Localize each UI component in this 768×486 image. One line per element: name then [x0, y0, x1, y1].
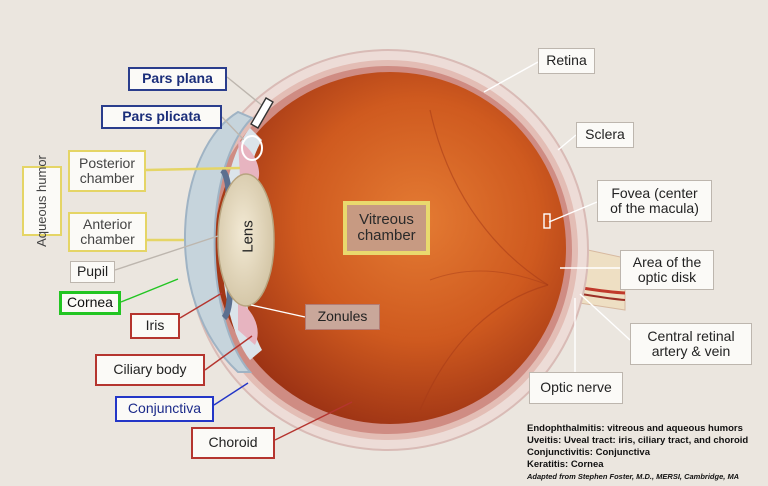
pointer-retina [483, 61, 539, 93]
pointer-posterior-chamber [145, 166, 241, 172]
marker-pars-plicata [241, 135, 263, 161]
retinal-vessel [429, 270, 549, 286]
label-aqueous-humor: Aqueous humor [22, 155, 62, 247]
pointer-choroid [274, 401, 353, 441]
pointer-central-retinal [579, 293, 631, 341]
retinal-vessel [429, 109, 549, 286]
lens-shape [217, 173, 275, 307]
label-fovea: Fovea (center of the macula) [597, 180, 712, 222]
label-central-retinal: Central retinal artery & vein [630, 323, 752, 365]
label-optic-nerve: Optic nerve [529, 372, 623, 404]
retinal-vessel [419, 284, 549, 411]
disease-notes: Endophthalmitis: vitreous and aqueous hu… [527, 423, 748, 483]
marker-fovea [543, 213, 551, 229]
label-cornea: Cornea [59, 291, 121, 315]
pointer-fovea [548, 201, 598, 223]
label-choroid: Choroid [191, 427, 275, 459]
label-zonules: Zonules [305, 304, 380, 330]
label-iris: Iris [130, 313, 180, 339]
note-conjunctivitis: Conjunctivitis: Conjunctiva [527, 447, 650, 458]
label-anterior-chamber: Anterior chamber [68, 212, 147, 252]
pointer-pars-plana [226, 76, 265, 108]
pointer-iris [179, 292, 223, 319]
label-retina: Retina [538, 48, 595, 74]
pointer-conjunctiva [213, 382, 249, 406]
marker-pars-plana [250, 97, 274, 129]
label-posterior-chamber: Posterior chamber [68, 150, 146, 192]
cornea-shape [183, 110, 254, 373]
label-optic-disk: Area of the optic disk [620, 250, 714, 290]
label-lens: Lens [239, 220, 257, 253]
label-pars-plicata: Pars plicata [101, 105, 222, 129]
pointer-pupil [114, 235, 219, 271]
note-uveitis: Uveitis: Uveal tract: iris, ciliary trac… [527, 435, 749, 446]
label-pars-plana: Pars plana [128, 67, 227, 91]
ciliary-shape [238, 300, 258, 345]
label-pupil: Pupil [70, 261, 115, 283]
pointer-sclera [557, 134, 577, 151]
label-ciliary-body: Ciliary body [95, 354, 205, 386]
note-keratitis: Keratitis: Cornea [527, 459, 604, 470]
label-vitreous-chamber: Vitreous chamber [343, 201, 430, 255]
label-conjunctiva: Conjunctiva [115, 396, 214, 422]
note-credit: Adapted from Stephen Foster, M.D., MERSI… [527, 472, 740, 481]
pointer-zonules [250, 304, 306, 318]
pointer-pars-plicata [221, 116, 245, 141]
pointer-ciliary [204, 335, 253, 371]
pointer-cornea [120, 278, 179, 303]
note-endophthalmitis: Endophthalmitis: vitreous and aqueous hu… [527, 423, 743, 434]
label-sclera: Sclera [576, 122, 634, 148]
